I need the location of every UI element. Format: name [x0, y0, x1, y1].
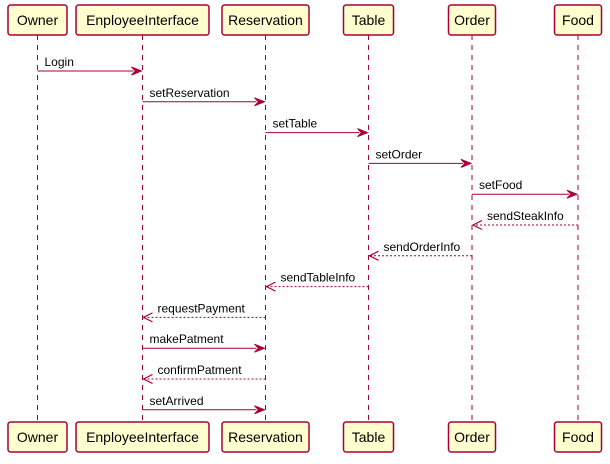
- message-6: sendSteakInfo: [471, 209, 578, 231]
- participants-top: Owner EnployeeInterface Reservation Table Or…: [7, 4, 603, 36]
- participant-label: Food: [562, 12, 594, 28]
- participant-label: Owner: [17, 429, 59, 445]
- participant-owner-top: Owner: [7, 4, 68, 36]
- participant-owner-bottom: Owner: [7, 421, 68, 453]
- participant-label: EnployeeInterface: [86, 429, 199, 445]
- message-label: setReservation: [150, 86, 230, 100]
- message-12: setArrived: [142, 394, 266, 415]
- participant-food-top: Food: [553, 4, 603, 36]
- participant-label: Reservation: [228, 12, 303, 28]
- filled-arrowhead: [254, 97, 266, 107]
- message-label: confirmPatment: [158, 363, 243, 377]
- filled-arrowhead: [566, 189, 579, 199]
- participant-box: [221, 421, 310, 453]
- message-label: sendTableInfo: [281, 271, 356, 285]
- participant-label: Food: [562, 429, 594, 445]
- open-arrowhead: [471, 219, 483, 231]
- participant-label: Table: [352, 429, 386, 445]
- message-label: setTable: [273, 117, 318, 131]
- participant-food-bottom: Food: [553, 421, 603, 453]
- participant-box: [75, 421, 210, 453]
- participant-box: [7, 421, 68, 453]
- open-arrowhead: [265, 281, 276, 292]
- open-arrowhead: [142, 312, 153, 323]
- message-label: setArrived: [150, 394, 204, 408]
- participant-box: [75, 4, 210, 36]
- filled-arrowhead: [254, 343, 266, 353]
- message-5: setFood: [472, 178, 579, 199]
- filled-arrowhead: [357, 128, 369, 138]
- participant-label: Owner: [17, 12, 59, 28]
- message-2: setReservation: [142, 86, 266, 107]
- message-9: requestPayment: [142, 301, 266, 323]
- participant-box: [7, 4, 68, 36]
- participant-box: [447, 421, 497, 453]
- participant-table-bottom: Table: [342, 421, 395, 453]
- message-10: makePatment: [142, 332, 266, 353]
- message-3: setTable: [265, 117, 369, 138]
- filled-arrowhead: [131, 66, 143, 76]
- message-label: requestPayment: [158, 301, 246, 315]
- lifelines: [37, 35, 579, 422]
- participant-box: [342, 4, 395, 36]
- participant-box: [553, 421, 603, 453]
- participant-reservation-bottom: Reservation: [221, 421, 310, 453]
- participant-box: [447, 4, 497, 36]
- participant-label: Table: [352, 12, 386, 28]
- filled-arrowhead: [254, 405, 266, 415]
- participant-label: Order: [454, 12, 490, 28]
- participant-order-top: Order: [447, 4, 497, 36]
- open-arrowhead: [368, 250, 379, 261]
- filled-arrowhead: [460, 158, 473, 168]
- participant-order-bottom: Order: [447, 421, 497, 453]
- message-4: setOrder: [368, 147, 473, 168]
- message-label: setOrder: [376, 147, 423, 161]
- message-8: sendTableInfo: [265, 271, 369, 292]
- message-1: Login: [37, 55, 143, 76]
- participant-employee-top: EnployeeInterface: [75, 4, 210, 36]
- participant-box: [553, 4, 603, 36]
- messages: Login setReservation setTable setOrder setFo…: [37, 55, 579, 415]
- open-arrowhead: [142, 373, 153, 385]
- participant-label: Reservation: [228, 429, 303, 445]
- participant-box: [342, 421, 395, 453]
- message-label: sendOrderInfo: [384, 240, 461, 254]
- message-7: sendOrderInfo: [368, 240, 472, 261]
- message-11: confirmPatment: [142, 363, 266, 385]
- message-label: makePatment: [150, 332, 225, 346]
- participant-box: [221, 4, 310, 36]
- participant-reservation-top: Reservation: [221, 4, 310, 36]
- participant-employee-bottom: EnployeeInterface: [75, 421, 210, 453]
- participant-label: EnployeeInterface: [86, 12, 199, 28]
- participants-bottom: Owner EnployeeInterface Reservation Table Or…: [7, 421, 603, 453]
- participant-table-top: Table: [342, 4, 395, 36]
- message-label: setFood: [479, 178, 522, 192]
- message-label: sendSteakInfo: [487, 209, 564, 223]
- message-label: Login: [45, 55, 74, 69]
- participant-label: Order: [454, 429, 490, 445]
